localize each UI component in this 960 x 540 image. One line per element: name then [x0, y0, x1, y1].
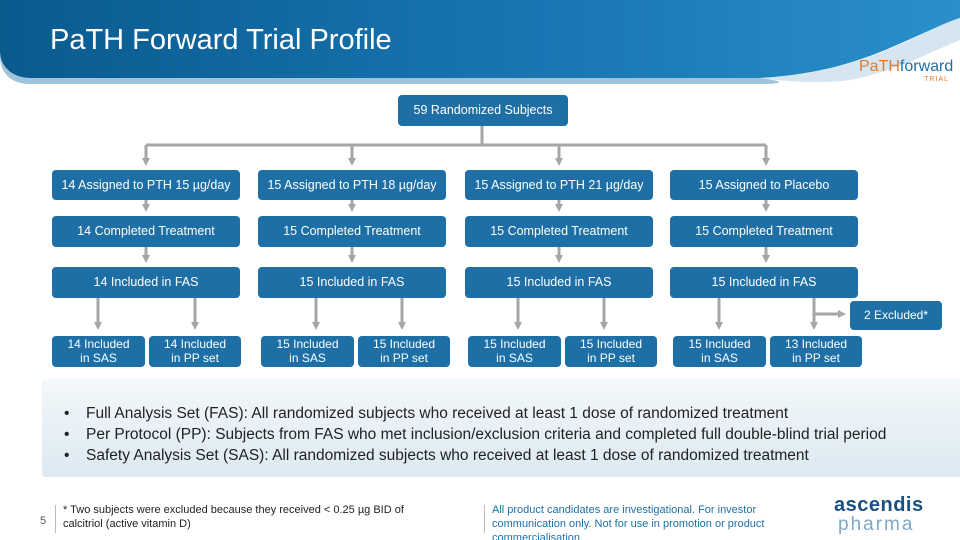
definition-sas: Safety Analysis Set (SAS): All randomize… — [64, 445, 886, 466]
arm-2-sas-box: 15 Included in SAS — [261, 336, 354, 367]
definitions-list: Full Analysis Set (FAS): All randomized … — [64, 403, 886, 466]
brand-name: ascendis — [834, 494, 924, 516]
brand-sub: pharma — [838, 514, 915, 535]
page-number: 5 — [40, 515, 47, 527]
arm-2-assigned-box: 15 Assigned to PTH 18 µg/day — [258, 170, 446, 200]
arm-2-pp-box: 15 Included in PP set — [358, 336, 450, 367]
arm-1-sas-box: 14 Included in SAS — [52, 336, 145, 367]
footnote: * Two subjects were excluded because the… — [63, 504, 404, 530]
arm-3-sas-box: 15 Included in SAS — [468, 336, 561, 367]
logo-part-path: PaTH — [859, 58, 900, 75]
logo-part-forward: forward — [899, 58, 954, 75]
arm-4-pp-box: 13 Included in PP set — [770, 336, 862, 367]
arm-1-pp-box: 14 Included in PP set — [149, 336, 241, 367]
arm-4-fas-box: 15 Included in FAS — [670, 267, 858, 298]
arm-3-assigned-box: 15 Assigned to PTH 21 µg/day — [465, 170, 653, 200]
logo-wordmark: PaTHforward — [859, 58, 953, 76]
page-title: PaTH Forward Trial Profile — [50, 24, 392, 56]
logo-sub: TRIAL — [924, 76, 949, 83]
path-forward-logo: PaTHforward TRIAL — [855, 56, 955, 90]
definitions-panel: Full Analysis Set (FAS): All randomized … — [42, 379, 960, 477]
arm-1-fas-box: 14 Included in FAS — [52, 267, 240, 298]
arm-3-pp-box: 15 Included in PP set — [565, 336, 657, 367]
footer-divider — [484, 505, 485, 533]
definition-pp: Per Protocol (PP): Subjects from FAS who… — [64, 424, 886, 445]
arm-1-completed-box: 14 Completed Treatment — [52, 216, 240, 247]
arm-4-sas-box: 15 Included in SAS — [673, 336, 766, 367]
footer-divider — [55, 505, 56, 533]
arm-3-completed-box: 15 Completed Treatment — [465, 216, 653, 247]
definition-fas: Full Analysis Set (FAS): All randomized … — [64, 403, 886, 424]
disclaimer: All product candidates are investigation… — [492, 504, 765, 540]
ascendis-pharma-logo: ascendis pharma — [834, 494, 954, 535]
arm-2-fas-box: 15 Included in FAS — [258, 267, 446, 298]
excluded-box: 2 Excluded* — [850, 301, 942, 330]
arm-4-assigned-box: 15 Assigned to Placebo — [670, 170, 858, 200]
arm-2-completed-box: 15 Completed Treatment — [258, 216, 446, 247]
randomized-subjects-box: 59 Randomized Subjects — [398, 95, 568, 126]
arm-4-completed-box: 15 Completed Treatment — [670, 216, 858, 247]
arm-3-fas-box: 15 Included in FAS — [465, 267, 653, 298]
header-swoosh — [0, 0, 960, 84]
header-banner: PaTH Forward Trial Profile — [0, 0, 960, 90]
arm-1-assigned-box: 14 Assigned to PTH 15 µg/day — [52, 170, 240, 200]
